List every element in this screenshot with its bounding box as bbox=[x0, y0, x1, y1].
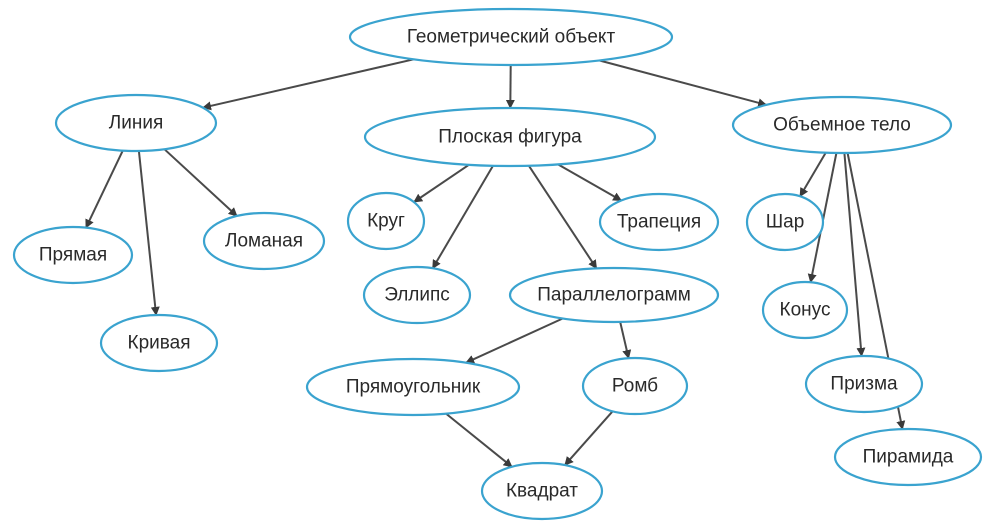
node-ellipse: Эллипс bbox=[362, 265, 472, 325]
node-flat: Плоская фигура bbox=[363, 106, 657, 168]
node-straight: Прямая bbox=[12, 225, 134, 285]
node-cone: Конус bbox=[761, 280, 849, 340]
nodes-layer: Геометрический объект Линия Плоская фигу… bbox=[12, 7, 983, 521]
node-rectangle-label: Прямоугольник bbox=[346, 377, 481, 398]
node-parallelogram-label: Параллелограмм bbox=[537, 285, 691, 306]
arrow-parallelogram-to-rhombus bbox=[619, 321, 632, 360]
node-sphere-label: Шар bbox=[766, 212, 805, 233]
node-cone-label: Конус bbox=[780, 300, 831, 321]
node-polyline: Ломаная bbox=[202, 211, 326, 271]
node-solid-label: Объемное тело bbox=[773, 115, 911, 136]
arrow-root-to-solid bbox=[598, 59, 768, 108]
edges-layer bbox=[85, 58, 906, 468]
arrow-flat-to-ellipse bbox=[431, 165, 494, 270]
node-prism: Призма bbox=[804, 354, 924, 414]
node-trapezoid: Трапеция bbox=[598, 192, 720, 252]
arrow-root-to-line bbox=[202, 58, 414, 111]
node-root-label: Геометрический объект bbox=[407, 27, 616, 48]
node-circle: Круг bbox=[346, 191, 426, 251]
arrow-parallelogram-to-rectangle bbox=[465, 317, 564, 364]
arrow-line-to-straight bbox=[85, 150, 124, 229]
arrow-line-to-polyline bbox=[163, 148, 238, 217]
node-line: Линия bbox=[54, 93, 218, 153]
node-straight-label: Прямая bbox=[39, 245, 107, 266]
node-circle-label: Круг bbox=[367, 211, 405, 232]
node-pyramid: Пирамида bbox=[833, 427, 983, 487]
node-trapezoid-label: Трапеция bbox=[617, 212, 701, 233]
arrow-line-to-curve bbox=[137, 150, 160, 316]
arrow-rhombus-to-square bbox=[564, 410, 614, 466]
node-ellipse-label: Эллипс bbox=[384, 285, 450, 306]
node-rhombus-label: Ромб bbox=[612, 376, 658, 397]
arrow-solid-to-sphere bbox=[799, 152, 827, 198]
node-square: Квадрат bbox=[480, 461, 604, 521]
node-polyline-label: Ломаная bbox=[225, 231, 303, 252]
node-square-label: Квадрат bbox=[506, 481, 578, 502]
arrow-flat-to-parallelogram bbox=[528, 165, 598, 270]
node-rectangle: Прямоугольник bbox=[305, 357, 521, 417]
node-line-label: Линия bbox=[109, 113, 163, 134]
arrow-flat-to-trapezoid bbox=[557, 163, 623, 202]
arrow-solid-to-prism bbox=[843, 152, 866, 357]
node-flat-label: Плоская фигура bbox=[438, 127, 582, 148]
node-prism-label: Призма bbox=[830, 374, 898, 395]
arrow-flat-to-circle bbox=[413, 163, 470, 203]
node-curve: Кривая bbox=[99, 313, 219, 373]
node-sphere: Шар bbox=[745, 192, 825, 252]
node-solid: Объемное тело bbox=[731, 95, 953, 155]
node-rhombus: Ромб bbox=[581, 356, 689, 416]
node-root: Геометрический объект bbox=[348, 7, 674, 67]
node-curve-label: Кривая bbox=[128, 333, 191, 354]
node-pyramid-label: Пирамида bbox=[863, 447, 954, 468]
arrow-rectangle-to-square bbox=[445, 412, 513, 468]
node-parallelogram: Параллелограмм bbox=[508, 266, 720, 324]
